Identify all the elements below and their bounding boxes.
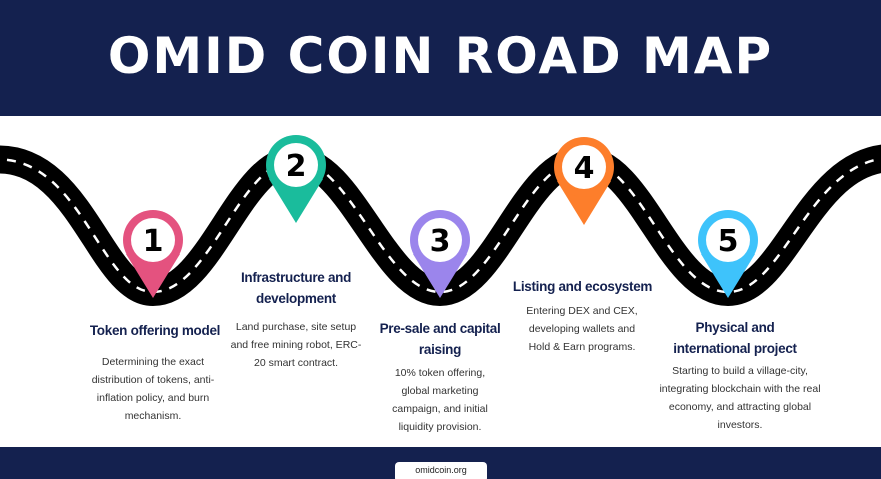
step-4-description: Entering DEX and CEX, developing wallets… bbox=[526, 305, 638, 353]
step-3-title: Pre-sale and capital raising bbox=[379, 321, 501, 357]
step-4-pin-icon: 4 bbox=[554, 137, 614, 225]
step-5-pin-icon: 5 bbox=[698, 210, 758, 298]
step-5-description: Starting to build a village-city, integr… bbox=[659, 365, 821, 431]
step-5-title: Physical and international project bbox=[673, 320, 797, 356]
step-1-number: 1 bbox=[143, 224, 164, 259]
step-3-number: 3 bbox=[430, 224, 451, 259]
step-2-number: 2 bbox=[286, 149, 307, 184]
step-2-title: Infrastructure and development bbox=[240, 270, 352, 306]
step-4-title: Listing and ecosystem bbox=[512, 279, 653, 294]
step-3-description: 10% token offering, global marketing cam… bbox=[392, 367, 488, 433]
step-2-pin-icon: 2 bbox=[266, 135, 326, 223]
step-2-description: Land purchase, site setup and free minin… bbox=[230, 321, 362, 369]
step-1-pin-icon: 1 bbox=[123, 210, 183, 298]
step-4-number: 4 bbox=[574, 151, 595, 186]
step-5-number: 5 bbox=[718, 224, 739, 259]
page-title: OMID COIN ROAD MAP bbox=[107, 27, 774, 85]
step-1-title: Token offering model bbox=[89, 323, 221, 338]
footer-banner: omidcoin.org bbox=[0, 447, 881, 479]
website-link[interactable]: omidcoin.org bbox=[395, 462, 487, 479]
header-banner: OMID COIN ROAD MAP bbox=[0, 0, 881, 116]
step-1-description: Determining the exact distribution of to… bbox=[91, 356, 215, 422]
step-3-pin-icon: 3 bbox=[410, 210, 470, 298]
